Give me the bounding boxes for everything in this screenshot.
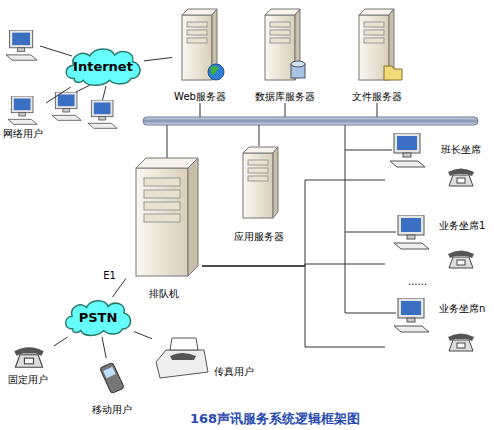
globe-land xyxy=(210,66,219,76)
fixed-phone xyxy=(14,347,43,367)
wire xyxy=(285,103,286,117)
user-computer xyxy=(6,30,37,60)
edge-label: E1 xyxy=(103,270,116,282)
ellipsis-label: ...... xyxy=(408,276,427,288)
globe-icon xyxy=(208,64,224,80)
device-node: 固定用户 xyxy=(2,340,54,386)
node-label: PSTN xyxy=(62,310,134,325)
node-label: 固定用户 xyxy=(0,374,64,386)
seat-phone xyxy=(448,169,474,187)
seat-computer xyxy=(394,298,429,332)
user-computer xyxy=(88,100,117,128)
connector-line xyxy=(102,337,106,358)
drive-bay xyxy=(144,178,180,186)
folder-icon xyxy=(384,66,402,80)
device-node: 排队机 xyxy=(126,152,202,300)
node-label: 移动用户 xyxy=(78,404,146,416)
fax-body xyxy=(156,350,208,378)
queue-machine-body xyxy=(136,168,188,276)
connector-line xyxy=(144,58,172,61)
device-node: 文件服务器 xyxy=(346,5,408,103)
app-server xyxy=(243,147,278,218)
node-label: 传真用户 xyxy=(214,366,254,378)
device-node: 传真用户 xyxy=(152,338,262,384)
wire xyxy=(345,232,396,233)
connector-line xyxy=(134,332,152,339)
node-label: 业务坐席1 xyxy=(439,220,485,232)
connector-line xyxy=(54,337,68,346)
wire xyxy=(377,103,378,117)
wire xyxy=(40,46,72,56)
wire xyxy=(200,103,201,117)
node-label: 文件服务器 xyxy=(336,91,418,103)
user-computer xyxy=(8,96,37,124)
cloud-node: Internet xyxy=(62,45,144,87)
mobile-screen xyxy=(103,367,115,378)
cloud-node: PSTN xyxy=(62,297,134,337)
node-label: 班长坐席 xyxy=(441,144,481,156)
node-label: 排队机 xyxy=(116,288,212,300)
seat-phone xyxy=(448,251,474,269)
mobile-body xyxy=(100,362,125,393)
bus-wires xyxy=(40,46,396,313)
device-node: 数据库服务器 xyxy=(252,5,318,103)
node-label: 网络用户 xyxy=(0,128,56,140)
node-label: 应用服务器 xyxy=(216,231,302,243)
wire xyxy=(345,150,392,151)
device-node: 业务坐席1 xyxy=(385,210,490,276)
wire xyxy=(102,86,106,102)
wire xyxy=(259,125,260,146)
connector-line xyxy=(202,266,385,347)
queue-machine-side xyxy=(188,158,198,276)
mobile-phone xyxy=(100,362,125,393)
device-node: 业务坐席n xyxy=(385,293,490,359)
drive-bay xyxy=(144,202,180,210)
drive-bay xyxy=(144,190,180,198)
wire xyxy=(345,125,346,313)
drive-bay xyxy=(144,214,180,222)
seat-computer xyxy=(390,133,425,167)
node-label: Internet xyxy=(62,59,144,74)
node-label: 业务坐席n xyxy=(439,303,485,315)
node-label: Web服务器 xyxy=(162,91,238,103)
device-node: 应用服务器 xyxy=(226,143,292,243)
connector-line xyxy=(113,278,127,297)
node-label: 数据库服务器 xyxy=(242,91,328,103)
db-cylinder-top xyxy=(291,61,305,67)
seat-computer xyxy=(394,215,429,249)
fax-handset xyxy=(170,353,196,360)
fax-paper xyxy=(170,338,198,350)
queue-machine-top xyxy=(136,158,198,168)
network-bus xyxy=(143,117,478,125)
wire xyxy=(345,313,396,314)
figure-caption: 168声讯服务系统逻辑框架图 xyxy=(190,410,360,428)
connector-line xyxy=(46,87,71,103)
device-node: 网络用户 xyxy=(0,96,46,140)
device-node: 移动用户 xyxy=(88,358,136,416)
device-node: Web服务器 xyxy=(172,5,228,103)
wire xyxy=(167,125,168,158)
seat-phone xyxy=(448,334,474,352)
connector-line xyxy=(202,180,385,266)
device-node: 班长坐席 xyxy=(385,130,490,192)
